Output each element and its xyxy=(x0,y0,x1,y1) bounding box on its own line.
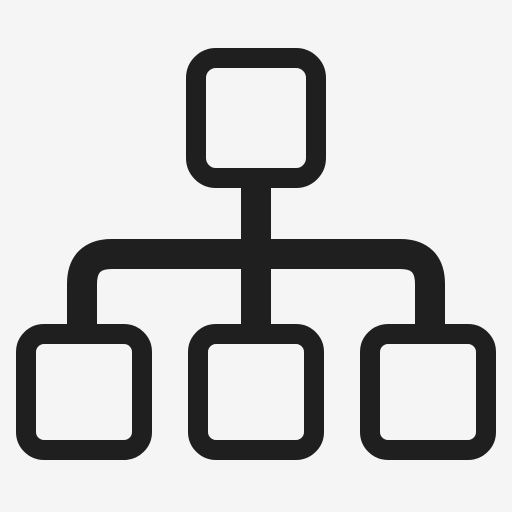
root-node-box xyxy=(186,48,326,188)
child-node-center-box xyxy=(188,324,324,460)
child-node-right-box xyxy=(360,324,496,460)
child-node-left-box xyxy=(16,324,152,460)
